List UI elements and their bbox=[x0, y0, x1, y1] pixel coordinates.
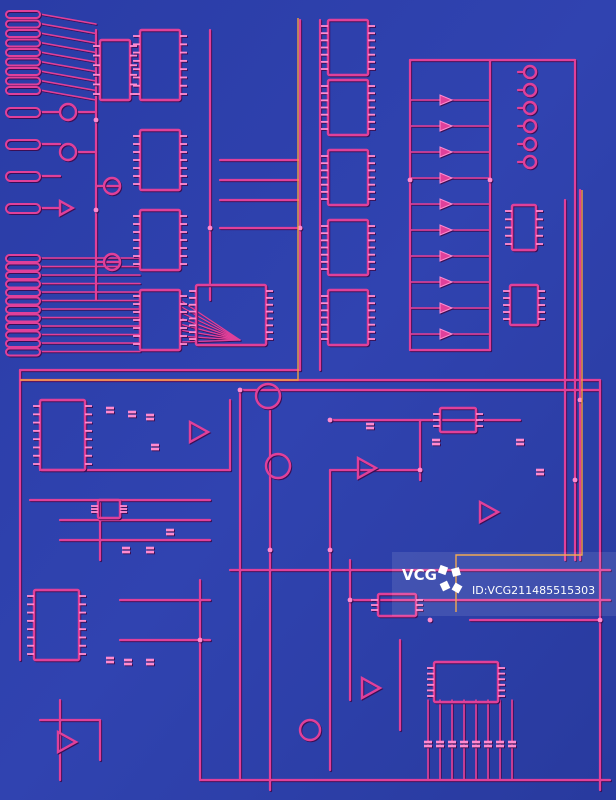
watermark-id: ID:VCG211485515303 bbox=[472, 584, 596, 597]
watermark-logo: VCG bbox=[402, 566, 437, 584]
watermark-panel: VCG ID:VCG211485515303 bbox=[392, 552, 616, 616]
watermark-logo-icon bbox=[437, 564, 463, 594]
